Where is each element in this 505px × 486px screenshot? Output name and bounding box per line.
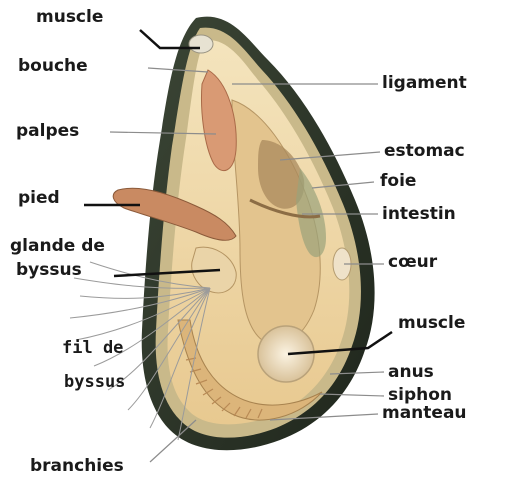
label-intestin: intestin	[382, 206, 456, 223]
label-fil-line1: fil de	[62, 340, 123, 357]
label-glande-line1: glande de	[10, 238, 105, 255]
label-pied: pied	[18, 190, 60, 207]
label-estomac: estomac	[384, 143, 465, 160]
label-palpes: palpes	[16, 123, 79, 140]
label-coeur: cœur	[388, 254, 437, 271]
anterior-muscle-shape	[189, 35, 213, 53]
label-ligament: ligament	[382, 75, 467, 92]
muscle-shape	[258, 326, 314, 382]
label-glande-line2: byssus	[16, 262, 82, 279]
label-muscle-top: muscle	[36, 9, 103, 26]
label-foie: foie	[380, 173, 416, 190]
label-branchies: branchies	[30, 458, 124, 475]
label-anus: anus	[388, 364, 434, 381]
label-fil-line2: byssus	[64, 374, 125, 391]
label-siphon: siphon	[388, 387, 452, 404]
label-bouche: bouche	[18, 58, 88, 75]
label-muscle-bottom: muscle	[398, 315, 465, 332]
label-manteau: manteau	[382, 405, 467, 422]
